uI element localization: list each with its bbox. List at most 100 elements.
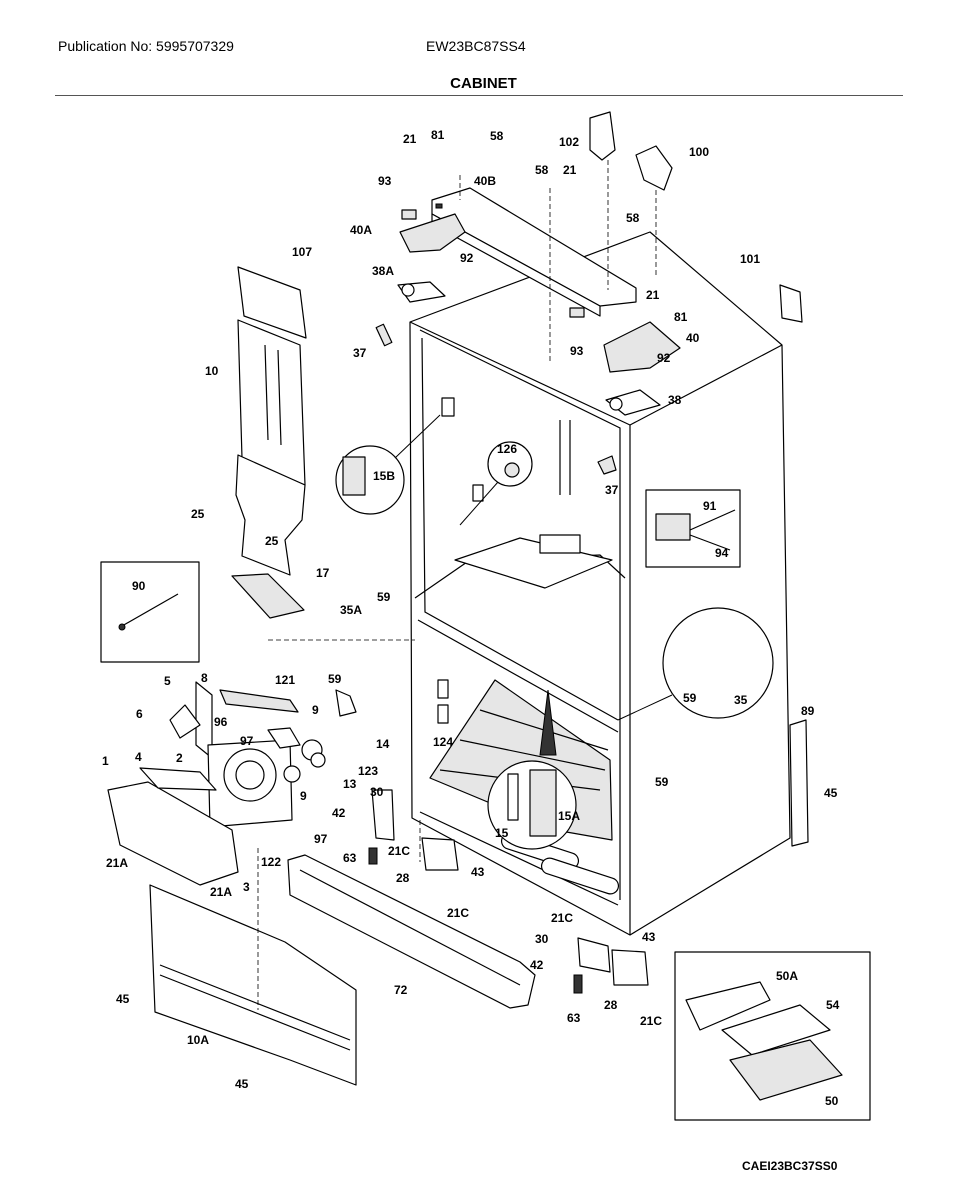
callout: 100 xyxy=(689,145,709,159)
air-duct-assembly xyxy=(235,454,306,576)
callout: 94 xyxy=(715,546,729,560)
callout: 93 xyxy=(378,174,392,188)
front-grille-72 xyxy=(287,854,536,1009)
callout: 15A xyxy=(558,809,580,823)
callout: 9 xyxy=(312,703,319,717)
callout: 21A xyxy=(210,885,232,899)
callout: 6 xyxy=(136,707,143,721)
detail-circle-15b xyxy=(335,414,441,515)
callout: 9 xyxy=(300,789,307,803)
callout: 35 xyxy=(734,693,748,707)
fan-motor-assembly xyxy=(169,681,357,828)
callout: 93 xyxy=(570,344,584,358)
callout: 40A xyxy=(350,223,372,237)
callout: 126 xyxy=(497,442,517,456)
callout: 8 xyxy=(201,671,208,685)
page-title: CABINET xyxy=(450,75,517,92)
callout: 21 xyxy=(646,288,660,302)
callout: 21C xyxy=(447,906,469,920)
callout: 40B xyxy=(474,174,496,188)
publication-number: Publication No: 5995707329 xyxy=(58,38,234,54)
callout: 21 xyxy=(563,163,577,177)
callout: 50A xyxy=(776,969,798,983)
callout: 89 xyxy=(801,704,815,718)
detail-circle-15a xyxy=(487,689,577,850)
leveling-legs xyxy=(368,789,649,994)
callout: 45 xyxy=(116,992,130,1006)
callout: 121 xyxy=(275,673,295,687)
callout: 30 xyxy=(370,785,384,799)
callout: 90 xyxy=(132,579,146,593)
diagram-code: CAEI23BC37SS0 xyxy=(742,1159,838,1173)
callout: 59 xyxy=(655,775,669,789)
callout: 97 xyxy=(314,832,328,846)
callout: 58 xyxy=(626,211,640,225)
callout-labels: 21 81 58 102 100 93 40B 58 21 40A 58 92 … xyxy=(102,128,840,1108)
callout: 97 xyxy=(240,734,254,748)
hinge-38 xyxy=(605,389,661,416)
callout: 45 xyxy=(824,786,838,800)
control-91-inset xyxy=(645,489,741,568)
callout: 10A xyxy=(187,1033,209,1047)
callout: 59 xyxy=(683,691,697,705)
top-rail-40b xyxy=(431,187,637,317)
callout: 43 xyxy=(642,930,656,944)
callout: 45 xyxy=(235,1077,249,1091)
side-panel-89 xyxy=(789,719,809,847)
callout: 25 xyxy=(265,534,279,548)
callout: 30 xyxy=(535,932,549,946)
callout: 58 xyxy=(490,129,504,143)
callout: 50 xyxy=(825,1094,839,1108)
callout: 3 xyxy=(243,880,250,894)
duct-107 xyxy=(237,266,307,339)
callout: 59 xyxy=(328,672,342,686)
callout: 58 xyxy=(535,163,549,177)
callout: 35A xyxy=(340,603,362,617)
callout: 102 xyxy=(559,135,579,149)
callout: 21C xyxy=(640,1014,662,1028)
hinge-bracket-102 xyxy=(589,111,616,161)
callout: 5 xyxy=(164,674,171,688)
callout: 40 xyxy=(686,331,700,345)
callout: 37 xyxy=(605,483,619,497)
callout: 63 xyxy=(567,1011,581,1025)
callout: 17 xyxy=(316,566,330,580)
hinge-38a xyxy=(397,281,446,303)
detail-circle-35 xyxy=(617,607,774,721)
callout: 54 xyxy=(826,998,840,1012)
callout: 72 xyxy=(394,983,408,997)
cabinet-body xyxy=(409,231,791,936)
callout: 15B xyxy=(373,469,395,483)
sensor-90-box xyxy=(100,561,200,663)
callout: 2 xyxy=(176,751,183,765)
callout: 21C xyxy=(388,844,410,858)
callout: 37 xyxy=(353,346,367,360)
callout: 96 xyxy=(214,715,228,729)
callout: 81 xyxy=(431,128,445,142)
callout: 14 xyxy=(376,737,390,751)
callout: 1 xyxy=(102,754,109,768)
model-number: EW23BC87SS4 xyxy=(426,38,526,54)
drain-trough-17 xyxy=(231,573,305,619)
callout: 38A xyxy=(372,264,394,278)
callout: 42 xyxy=(332,806,346,820)
callout: 124 xyxy=(433,735,453,749)
callout: 43 xyxy=(471,865,485,879)
callout: 92 xyxy=(657,351,671,365)
rear-access-panel-10a xyxy=(149,884,357,1086)
callout: 91 xyxy=(703,499,717,513)
callout: 13 xyxy=(343,777,357,791)
callout: 21C xyxy=(551,911,573,925)
title-divider xyxy=(55,95,903,96)
callout: 123 xyxy=(358,764,378,778)
callout: 28 xyxy=(396,871,410,885)
callout: 21 xyxy=(403,132,417,146)
callout: 101 xyxy=(740,252,760,266)
callout: 21A xyxy=(106,856,128,870)
bracket-101 xyxy=(779,284,803,323)
callout: 4 xyxy=(135,750,142,764)
callout: 59 xyxy=(377,590,391,604)
icemaker-inset xyxy=(674,951,871,1121)
callout: 122 xyxy=(261,855,281,869)
